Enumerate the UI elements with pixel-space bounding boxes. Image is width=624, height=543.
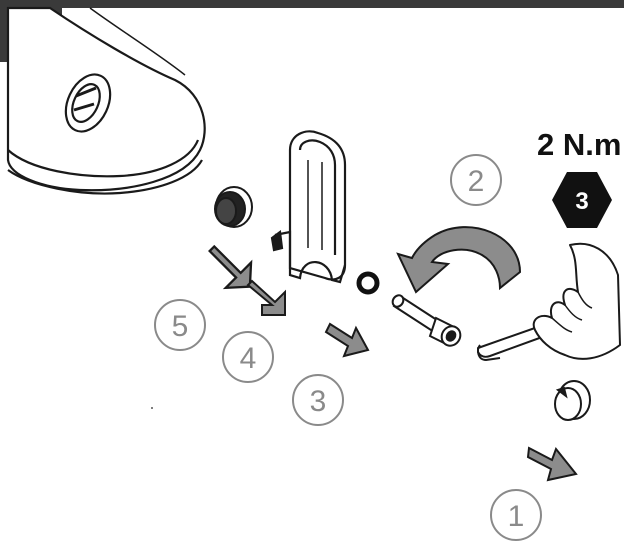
hex-key-size-label: 3 — [575, 188, 588, 215]
small-cap-part — [555, 381, 590, 420]
push-arrow-5 — [210, 246, 251, 287]
step-number-2-label: 2 — [468, 165, 485, 198]
top-border — [0, 0, 624, 8]
rotation-arrow — [398, 227, 520, 292]
end-cap-part — [215, 187, 252, 227]
stray-dot — [151, 407, 153, 409]
step-number-4: 4 — [223, 332, 273, 382]
washer-part — [359, 274, 377, 292]
step-number-5: 5 — [155, 300, 205, 350]
stand-base-part — [8, 8, 205, 194]
clip-bracket-part — [272, 131, 345, 282]
torque-value: 2 N.m — [537, 127, 621, 162]
step-number-1: 1 — [491, 490, 541, 540]
push-arrow-1 — [528, 448, 576, 480]
step-number-1-label: 1 — [508, 500, 525, 533]
step-number-4-label: 4 — [240, 342, 257, 375]
hex-key-size-badge: 3 — [552, 172, 612, 228]
push-arrow-4 — [248, 281, 285, 315]
step-number-3: 3 — [293, 375, 343, 425]
step-number-2: 2 — [451, 155, 501, 205]
step-number-3-label: 3 — [310, 385, 327, 418]
step-number-5-label: 5 — [172, 310, 189, 343]
push-arrow-3 — [326, 324, 368, 356]
bolt-part — [390, 293, 464, 349]
